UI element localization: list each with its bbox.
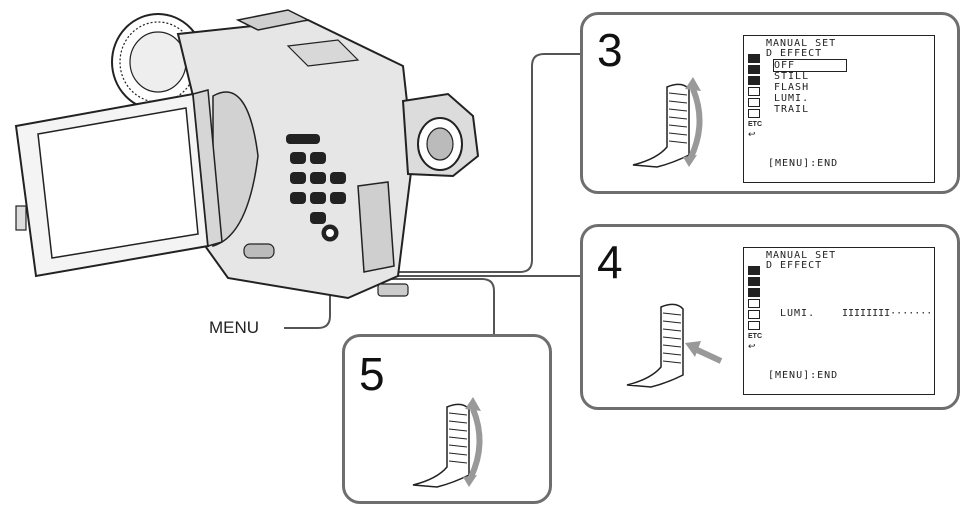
- vcr-set-icon: [748, 288, 760, 297]
- connector-to-step3: [378, 53, 582, 273]
- menu-option-trail: TRAIL: [774, 104, 810, 115]
- dial-rotate-icon: [412, 397, 483, 488]
- step-5-panel: 5: [342, 334, 552, 504]
- menu-subtitle: D EFFECT: [766, 48, 823, 59]
- return-icon: ↩: [748, 131, 760, 140]
- tape-set-icon: [748, 109, 760, 118]
- lumi-level-bar: IIIIIIII·······: [842, 308, 933, 319]
- step-3-number: 3: [597, 24, 623, 76]
- connector-menu-button: [284, 238, 331, 329]
- step-3-panel: 3 ETC ↩ MANUAL SET D EFFECT OFF STILL: [580, 12, 960, 194]
- setting-label-lumi: LUMI.: [780, 308, 816, 319]
- step-4-panel: 4 ETC ↩ MANUAL SET D EFFECT LUMI. IIIIII…: [580, 224, 960, 410]
- step-4-menu-screen: ETC ↩ MANUAL SET D EFFECT LUMI. IIIIIIII…: [743, 247, 935, 395]
- menu-option-flash: FLASH: [774, 82, 810, 93]
- menu-footer: [MENU]:END: [768, 158, 839, 169]
- memory-set-icon: [748, 98, 760, 107]
- vcr-set-icon: [748, 76, 760, 85]
- lcd-set-icon: [748, 299, 760, 308]
- tape-set-icon: [748, 321, 760, 330]
- camera-set-icon: [748, 266, 760, 275]
- return-icon: ↩: [748, 343, 760, 352]
- memory-set-icon: [748, 310, 760, 319]
- etc-icon: ETC: [748, 120, 762, 129]
- menu-footer: [MENU]:END: [768, 370, 839, 381]
- menu-option-still: STILL: [774, 71, 810, 82]
- program-ae-icon: [748, 65, 760, 74]
- lcd-set-icon: [748, 87, 760, 96]
- step-3-menu-screen: ETC ↩ MANUAL SET D EFFECT OFF STILL FLAS…: [743, 35, 935, 183]
- step-5-number: 5: [359, 348, 385, 400]
- menu-subtitle: D EFFECT: [766, 260, 823, 271]
- camera-set-icon: [748, 54, 760, 63]
- connector-to-step5: [378, 278, 495, 334]
- program-ae-icon: [748, 277, 760, 286]
- menu-title: MANUAL SET: [766, 250, 837, 261]
- menu-option-lumi: LUMI.: [774, 93, 810, 104]
- camcorder-illustration: [14, 9, 480, 300]
- menu-button-label: MENU: [209, 318, 260, 337]
- menu-title: MANUAL SET: [766, 38, 837, 49]
- dial-rotate-icon: [632, 77, 703, 168]
- etc-icon: ETC: [748, 332, 762, 341]
- step-4-number: 4: [597, 236, 623, 288]
- menu-option-off: OFF: [773, 59, 847, 72]
- dial-press-icon: [626, 303, 723, 388]
